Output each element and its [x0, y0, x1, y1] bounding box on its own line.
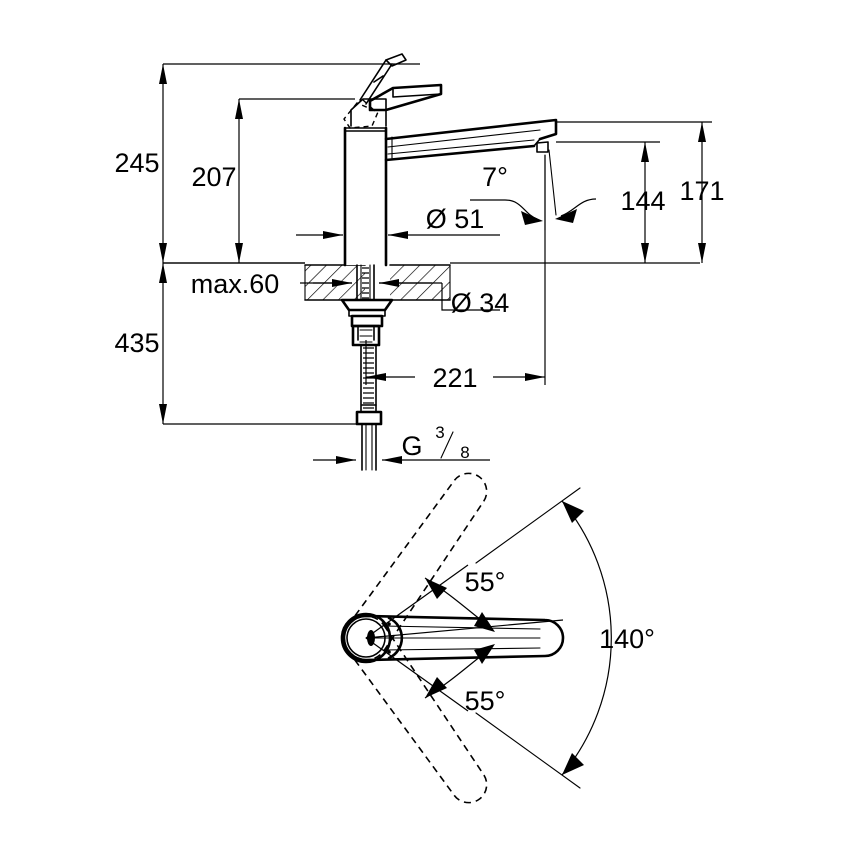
dimension-221: 221: [365, 155, 546, 393]
dimension-140deg: 140°: [475, 487, 655, 789]
dimension-55deg-upper: 55°: [365, 564, 564, 639]
callout-g38-letter: G: [401, 431, 422, 461]
faucet-body: [343, 126, 388, 267]
dim-55deg-upper-label: 55°: [465, 567, 506, 597]
dim-171-label: 171: [679, 176, 724, 206]
dim-221-label: 221: [432, 363, 477, 393]
dim-7deg-label: 7°: [482, 162, 508, 192]
dimension-7deg: 7°: [470, 149, 597, 231]
dim-435-label: 435: [114, 328, 159, 358]
dim-144-label: 144: [620, 186, 665, 216]
dimension-55deg-lower: 55°: [365, 637, 506, 716]
dim-140deg-label: 140°: [599, 624, 655, 654]
spout-plan-dashed-lower: [343, 615, 488, 804]
elevation-view: 245 207 435 max.60: [114, 53, 725, 471]
dimension-207: 207: [191, 98, 355, 263]
lever-handle-solid: [350, 83, 443, 127]
lever-handle-raised-dashed: [343, 53, 407, 129]
dim-d51-label: Ø 51: [426, 204, 485, 234]
below-counter-assembly: [340, 264, 394, 471]
spout-arm: [384, 118, 558, 162]
dimension-144: 144: [450, 141, 700, 264]
dimension-d51: Ø 51: [296, 204, 500, 239]
dim-207-label: 207: [191, 162, 236, 192]
callout-g38-numerator: 3: [435, 423, 444, 442]
dimension-171: 171: [556, 121, 725, 263]
callout-g38: G 3 8: [313, 423, 490, 464]
dimension-435: 435: [114, 262, 357, 425]
dimension-245: 245: [114, 63, 420, 264]
dim-max60-label: max.60: [191, 269, 280, 299]
dim-55deg-lower-label: 55°: [465, 686, 506, 716]
callout-g38-denominator: 8: [460, 443, 469, 462]
dim-d34-label: Ø 34: [451, 288, 510, 318]
dimension-d34: Ø 34: [313, 282, 510, 318]
dim-245-label: 245: [114, 148, 159, 178]
plan-swivel-view: 55° 55° 140°: [340, 472, 655, 804]
